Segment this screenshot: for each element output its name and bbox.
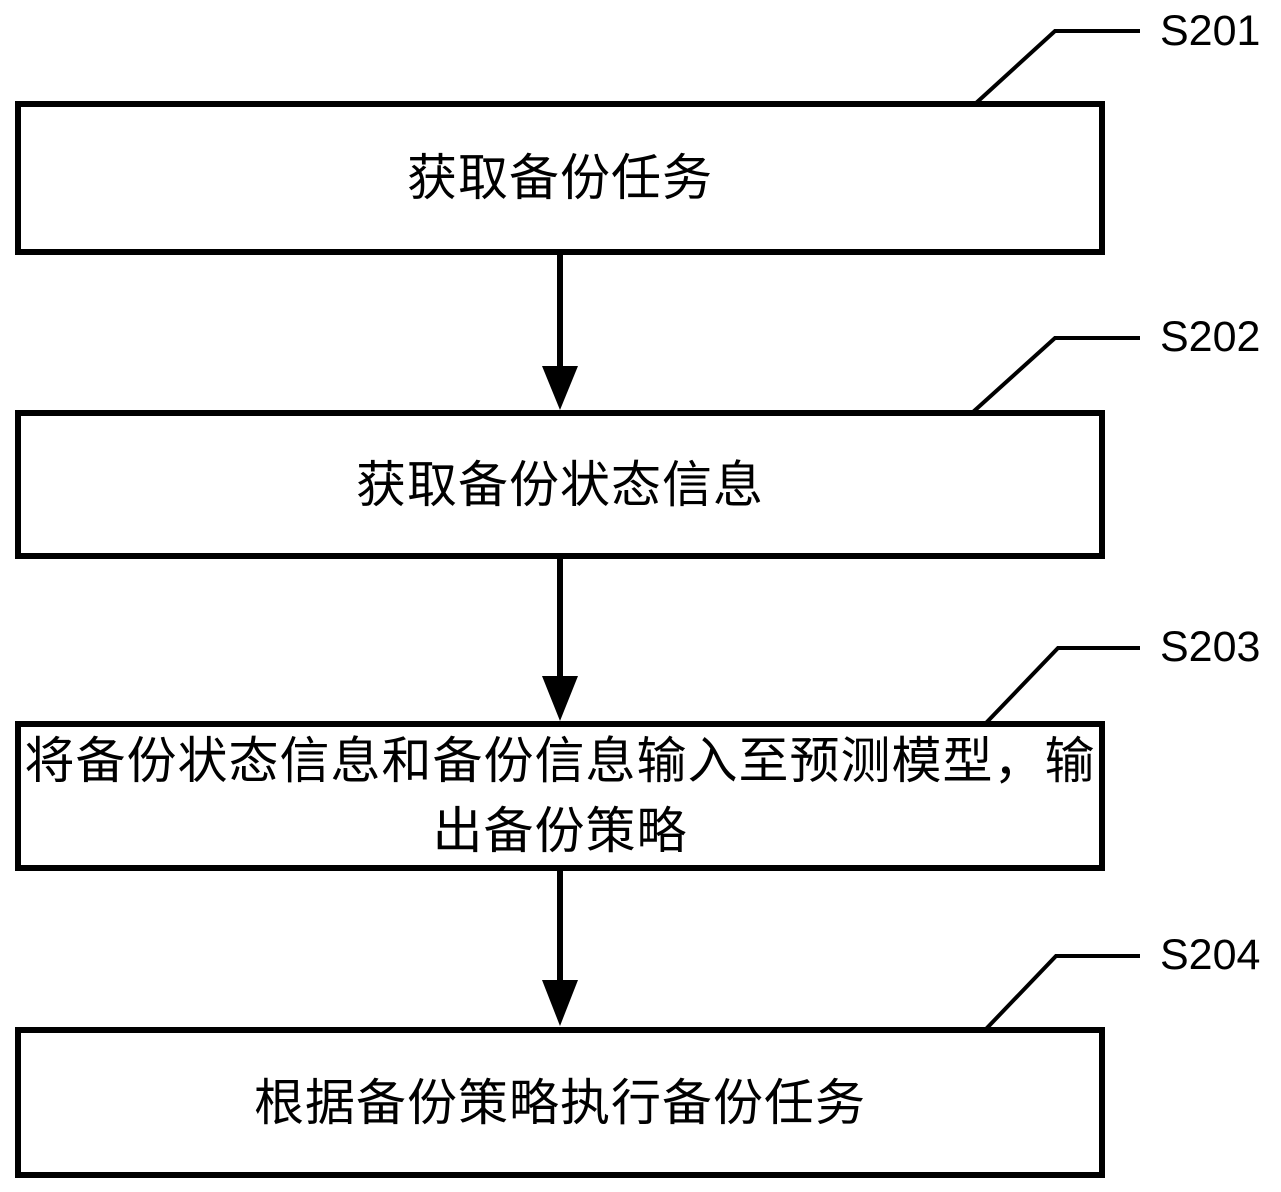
- step-text-s202: 获取备份状态信息: [356, 455, 764, 514]
- callout-line-s204: [984, 954, 1140, 1031]
- step-text-s201: 获取备份任务: [407, 149, 713, 207]
- step-box-s202: 获取备份状态信息: [15, 410, 1105, 559]
- step-text-s204: 根据备份策略执行备份任务: [254, 1073, 866, 1132]
- arrow-step2-to-step3: [542, 558, 578, 721]
- step-box-s203: 将备份状态信息和备份信息输入至预测模型，输 出备份策略: [15, 721, 1105, 871]
- step-box-s201: 获取备份任务: [15, 101, 1105, 255]
- callout-line-s202: [971, 336, 1140, 414]
- arrow-step1-to-step2: [542, 254, 578, 410]
- step-label-s202: S202: [1160, 313, 1261, 361]
- callout-line-s201: [973, 29, 1140, 106]
- step-label-s203: S203: [1160, 623, 1261, 671]
- step-box-s204: 根据备份策略执行备份任务: [15, 1027, 1105, 1178]
- step-text-s203: 将备份状态信息和备份信息输入至预测模型，输 出备份策略: [24, 732, 1096, 860]
- arrow-step3-to-step4: [542, 870, 578, 1026]
- callout-line-s203: [984, 646, 1140, 725]
- step-label-s201: S201: [1160, 7, 1261, 55]
- step-label-s204: S204: [1160, 931, 1261, 979]
